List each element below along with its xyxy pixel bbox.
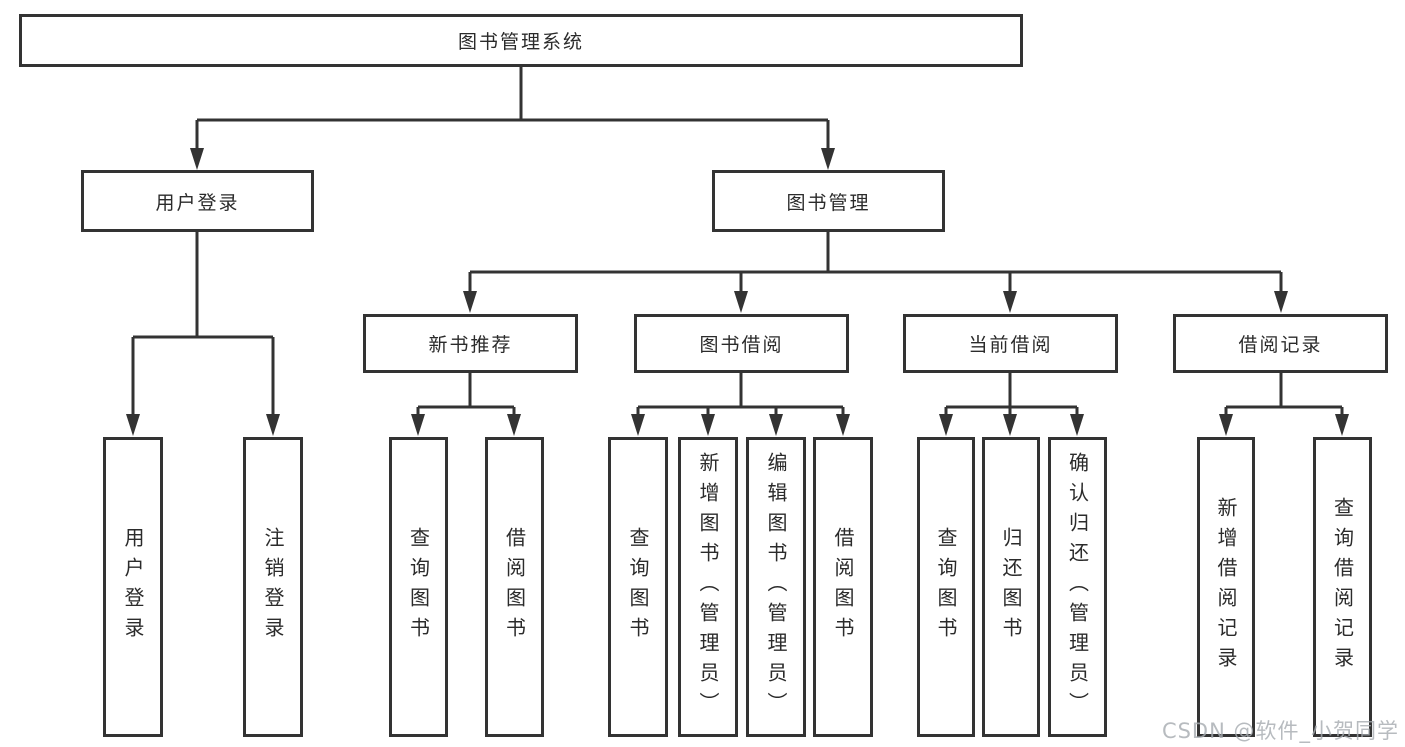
leaf-query-books-borrow: 查询图书 [608, 437, 668, 737]
csdn-watermark: CSDN @软件_小贺同学 [1161, 719, 1399, 743]
leaf-borrow-books-recommend: 借阅图书 [485, 437, 544, 737]
leaf-logout: 注销登录 [243, 437, 303, 737]
node-book-borrowing: 图书借阅 [634, 314, 849, 373]
leaf-query-books-recommend: 查询图书 [389, 437, 448, 737]
node-library-management-system: 图书管理系统 [19, 14, 1023, 67]
connector-bookborrow-to-leaves [636, 373, 845, 415]
node-current-borrowing: 当前借阅 [903, 314, 1118, 373]
node-new-book-recommendation: 新书推荐 [363, 314, 578, 373]
connector-borrowrecords-to-leaves [1224, 373, 1344, 415]
leaf-query-books-current: 查询图书 [917, 437, 975, 737]
leaf-edit-books-admin: 编辑图书（管理员） [746, 437, 806, 737]
leaf-add-borrow-record: 新增借阅记录 [1197, 437, 1255, 737]
connector-bookmgmt-to-level3 [468, 232, 1283, 292]
leaf-query-borrow-record: 查询借阅记录 [1313, 437, 1372, 737]
arrowheads [126, 148, 1349, 436]
leaf-user-login: 用户登录 [103, 437, 163, 737]
connector-newbook-to-leaves [416, 373, 516, 415]
node-book-management: 图书管理 [712, 170, 945, 232]
leaf-add-books-admin: 新增图书（管理员） [678, 437, 738, 737]
leaf-borrow-books: 借阅图书 [813, 437, 873, 737]
connector-userlogin-to-leaves [131, 232, 275, 415]
node-borrowing-records: 借阅记录 [1173, 314, 1388, 373]
node-user-login: 用户登录 [81, 170, 314, 232]
connector-currentborrow-to-leaves [944, 373, 1079, 415]
leaf-return-books: 归还图书 [982, 437, 1040, 737]
connector-root-to-level2 [195, 67, 830, 149]
leaf-confirm-return-admin: 确认归还（管理员） [1048, 437, 1107, 737]
